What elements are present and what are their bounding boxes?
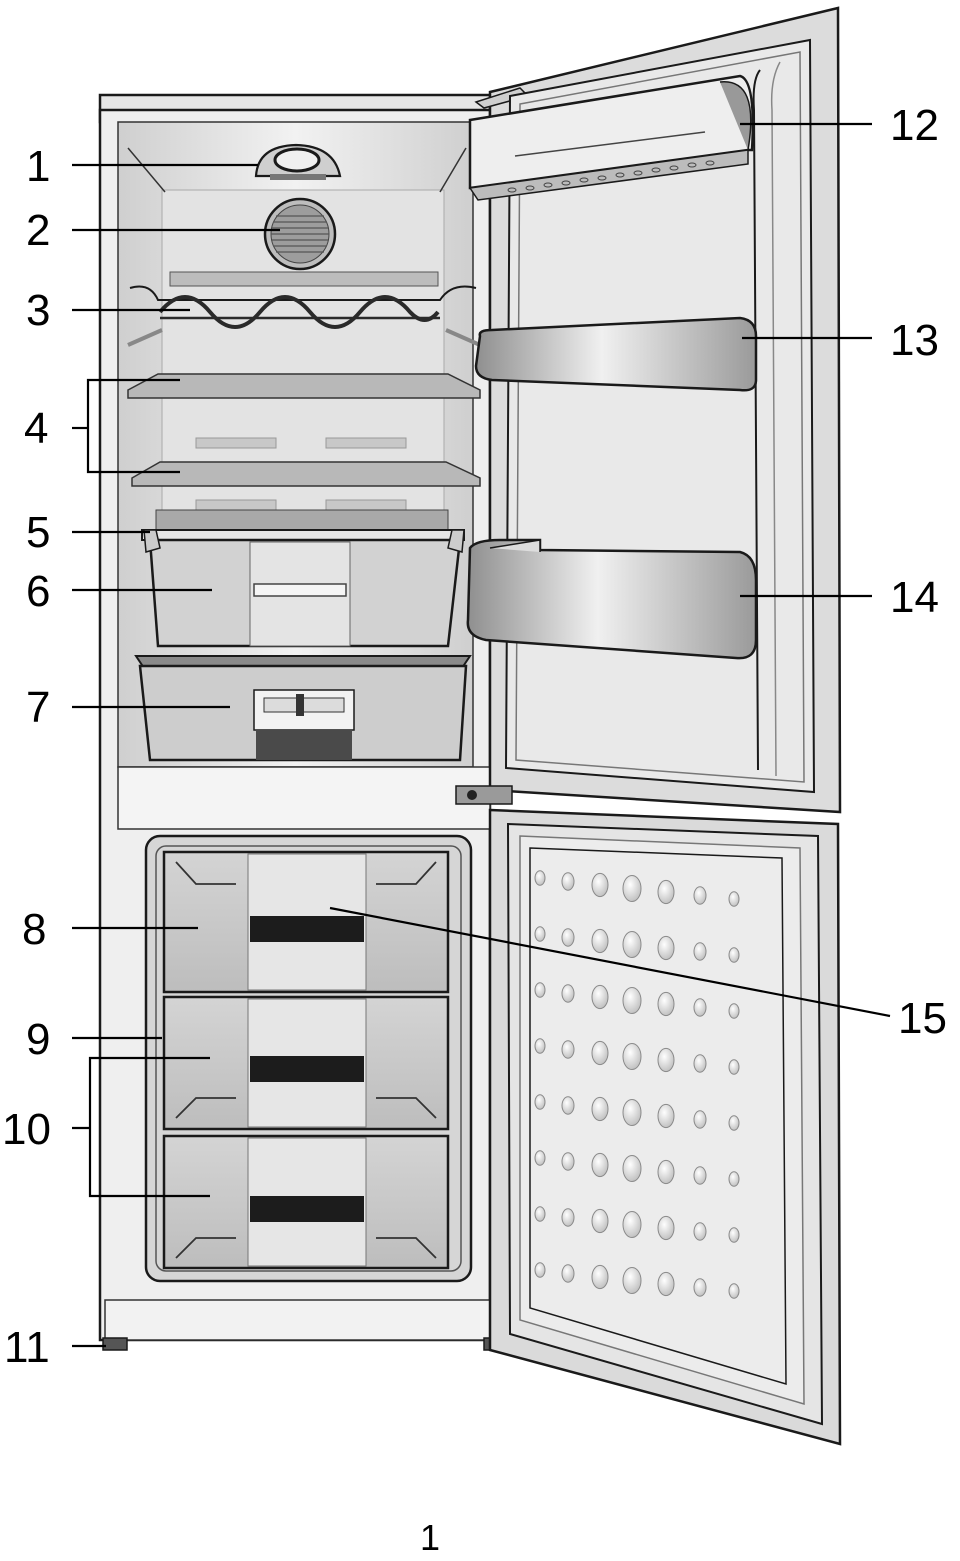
dimple [693,886,707,905]
dimple [561,1040,575,1059]
dimple [591,872,609,898]
dimple [534,1206,546,1222]
callout-10: 10 [2,1105,51,1154]
callout-1: 1 [26,142,50,191]
bottle-rack [127,271,481,347]
cabinet-base [104,1299,491,1341]
freezer-door-dimples [534,870,740,1299]
dimple [534,1150,546,1166]
dimple [561,1208,575,1227]
dimple [693,998,707,1017]
dimple [693,1222,707,1241]
dimple [591,984,609,1010]
dimple [622,1098,642,1127]
dimple [561,1264,575,1283]
dimple [693,942,707,961]
dimple [657,1215,675,1241]
fridge-door [455,6,842,814]
dimple [534,870,546,886]
dimple [657,935,675,961]
callout-6: 6 [26,567,50,616]
dimple [657,879,675,905]
crisper-cover [141,509,465,541]
dimple [534,926,546,942]
dairy-compartment [468,74,755,201]
freezer-drawer-middle [162,995,450,1131]
dimple [591,1040,609,1066]
door-shelf-bottle [466,538,758,660]
dimple [622,930,642,959]
dimple [561,928,575,947]
callout-2: 2 [26,206,50,255]
dimple [728,1171,740,1187]
door-shelf-upper [474,316,758,392]
dimple [561,872,575,891]
callout-5: 5 [26,508,50,557]
dimple [728,947,740,963]
dimple [534,1038,546,1054]
dimple [561,1152,575,1171]
dimple [693,1166,707,1185]
dimple [534,1262,546,1278]
chiller-drawer [134,655,472,762]
crisper-drawer [143,529,465,648]
dimple [622,1210,642,1239]
dimple [657,1103,675,1129]
dimple [622,1042,642,1071]
callout-labels: 1 2 3 4 5 6 7 8 9 10 11 12 13 14 15 [2,101,947,1372]
dimple [657,1271,675,1297]
callout-3: 3 [26,286,50,335]
freezer-drawer-top [162,850,450,994]
freezer-drawer-bottom [162,1134,450,1270]
dimple [534,982,546,998]
glass-shelves [127,373,481,511]
dimple [622,1154,642,1183]
freezer-door [488,808,842,1446]
compartment-divider [117,766,491,830]
freezer-drawers [162,850,450,1270]
dimple [728,1059,740,1075]
callout-12: 12 [890,101,939,150]
dimple [657,991,675,1017]
dimple [693,1278,707,1297]
dimple [591,1096,609,1122]
dimple [657,1159,675,1185]
dimple [591,928,609,954]
callout-9: 9 [26,1015,50,1064]
callout-11: 11 [4,1323,50,1372]
dimple [728,891,740,907]
dimple [693,1054,707,1073]
dimple [591,1208,609,1234]
dimple [591,1264,609,1290]
page-number: 1 [420,1517,440,1558]
dimple [561,1096,575,1115]
dimple [657,1047,675,1073]
middle-hinge [455,785,513,805]
callout-15: 15 [898,994,947,1043]
dimple [622,874,642,903]
dimple [728,1003,740,1019]
callout-13: 13 [890,316,939,365]
callout-14: 14 [890,573,939,622]
dimple [591,1152,609,1178]
callout-8: 8 [22,905,46,954]
dimple [728,1115,740,1131]
dimple [693,1110,707,1129]
callout-4: 4 [24,404,48,453]
dimple [728,1227,740,1243]
dimple [561,984,575,1003]
interior-lamp [127,143,467,193]
leader-lines [72,122,891,1348]
dimple [728,1283,740,1299]
dimple [622,1266,642,1295]
fan-cover [263,197,337,271]
dimple [622,986,642,1015]
callout-7: 7 [26,683,50,732]
dimple [534,1094,546,1110]
